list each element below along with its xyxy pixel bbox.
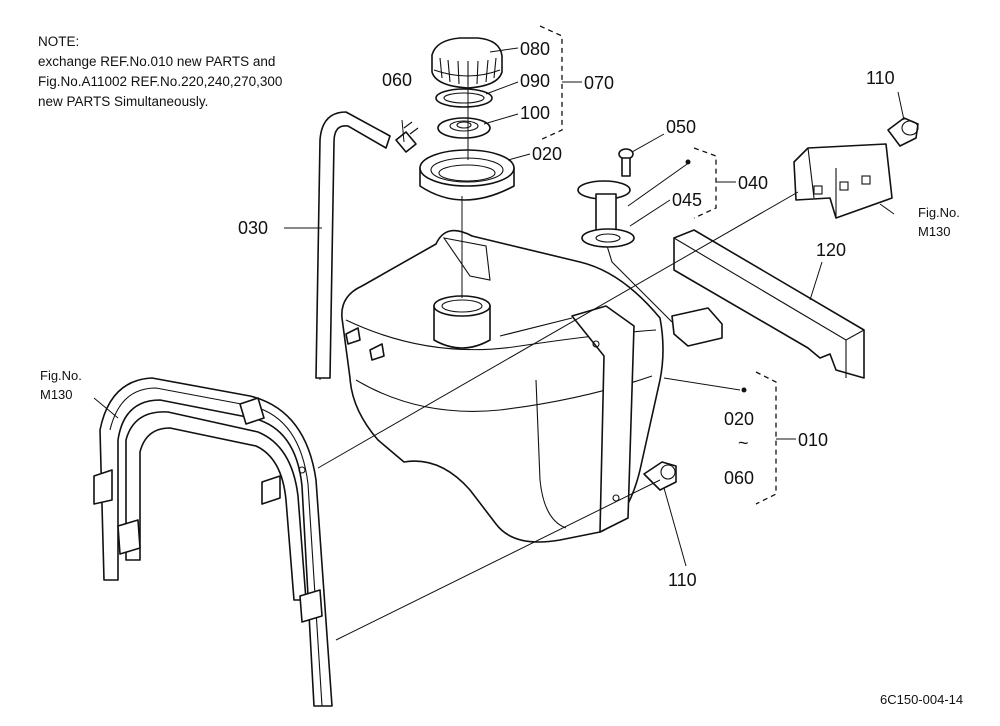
drawing-code: 6C150-004-14 [880,692,963,707]
bracket-010 [755,371,777,505]
leader-lines [93,47,905,567]
bracket-070 [539,25,563,141]
fuel-tank-010[interactable] [341,229,664,543]
grommet-110-top[interactable] [887,117,919,147]
note-heading: NOTE: [38,34,79,49]
label-060-top: 060 [382,70,412,90]
figref-right-line2: M130 [918,224,951,239]
label-020-range: 020 [724,409,754,429]
screw-050[interactable] [618,148,634,177]
label-070: 070 [584,73,614,93]
figref-right-line1: Fig.No. [918,205,960,220]
breather-tube-030[interactable] [315,111,391,379]
figref-left-line2: M130 [40,387,73,402]
label-110-bottom: 110 [668,570,697,590]
label-020-top: 020 [532,144,562,164]
label-100: 100 [520,103,550,123]
bullet-040 [685,159,691,165]
gasket-090[interactable] [435,88,493,108]
figref-left-line1: Fig.No. [40,368,82,383]
label-030: 030 [238,218,268,238]
label-080: 080 [520,39,550,59]
note-line-1: exchange REF.No.010 new PARTS and [38,54,275,69]
grommet-110-bottom[interactable] [643,461,677,491]
gasket-045[interactable] [581,228,635,248]
note-block: NOTE: exchange REF.No.010 new PARTS and … [38,34,282,109]
assembly-lines [317,62,799,641]
label-010: 010 [798,430,828,450]
label-060-range: 060 [724,468,754,488]
label-090: 090 [520,71,550,91]
note-line-3: new PARTS Simultaneously. [38,94,208,109]
hose-clip-060[interactable] [395,121,419,153]
label-tilde: ~ [738,433,749,453]
mount-bracket-right [793,143,893,219]
label-050: 050 [666,117,696,137]
note-line-2: Fig.No.A11002 REF.No.220,240,270,300 [38,74,282,89]
support-bar-120[interactable] [673,229,865,379]
label-040: 040 [738,173,768,193]
fuel-sender-040[interactable] [577,180,723,347]
fuel-cap-080[interactable] [431,37,503,89]
label-120: 120 [816,240,846,260]
bullet-010 [741,387,747,393]
frame-left [93,377,333,707]
label-045: 045 [672,190,702,210]
label-110-top: 110 [866,68,895,88]
filler-neck-020[interactable] [419,149,515,201]
seal-100[interactable] [437,117,491,139]
